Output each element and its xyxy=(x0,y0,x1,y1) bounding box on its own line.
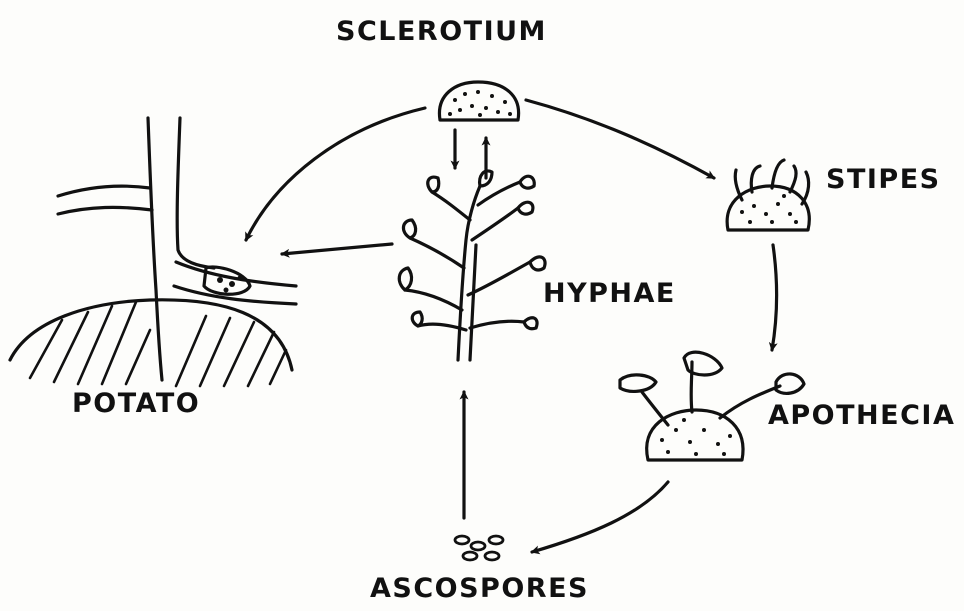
label-sclerotium: SCLEROTIUM xyxy=(336,18,547,45)
label-potato: POTATO xyxy=(72,390,200,417)
arrow-hyphae-to-potato xyxy=(282,244,392,254)
stipes-body xyxy=(727,160,809,230)
potato-plant xyxy=(10,118,296,386)
arrow-sclerotium-to-potato xyxy=(246,108,425,240)
hyphae-body xyxy=(399,171,545,360)
label-ascospores: ASCOSPORES xyxy=(370,575,589,602)
sclerotium-body xyxy=(439,82,518,120)
arrow-stipes-to-apothecia xyxy=(772,245,777,350)
arrow-sclerotium-to-stipes xyxy=(526,100,714,178)
ascospores-body xyxy=(455,536,503,560)
label-stipes: STIPES xyxy=(826,166,941,193)
label-apothecia: APOTHECIA xyxy=(768,402,955,429)
label-hyphae: HYPHAE xyxy=(543,280,676,307)
arrow-apothecia-to-ascospores xyxy=(532,482,668,552)
